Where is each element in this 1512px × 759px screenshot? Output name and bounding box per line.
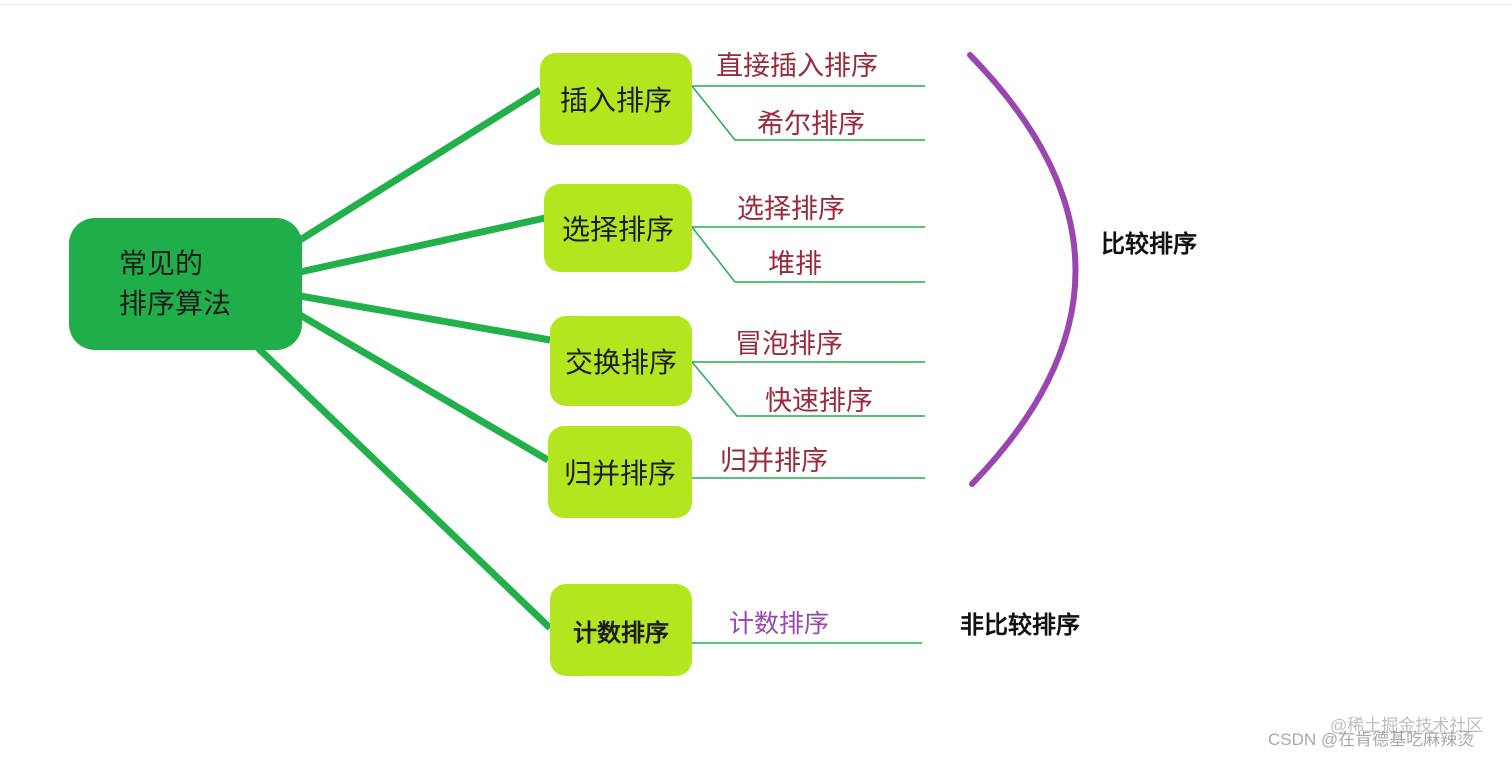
watermark-juejin: @稀土掘金技术社区	[1330, 716, 1484, 735]
category-counting-sort: 计数排序	[550, 584, 692, 676]
category-label: 插入排序	[559, 84, 672, 117]
category-merge-sort: 归并排序	[548, 426, 692, 518]
connector-root-exchange	[299, 292, 551, 344]
connector-insert-leaf2	[691, 85, 925, 141]
connector-select-leaf2	[691, 226, 925, 283]
category-label: 归并排序	[563, 457, 676, 490]
connector-root-count	[255, 345, 553, 631]
connector-root-merge	[298, 311, 550, 464]
leaf-bubble-sort: 冒泡排序	[735, 329, 843, 360]
leaf-heap-sort: 堆排	[768, 249, 822, 280]
root-label-line2: 排序算法	[119, 287, 232, 320]
leaf-merge-sort: 归并排序	[720, 446, 828, 477]
leaf-selection-sort: 选择排序	[737, 194, 845, 225]
leaf-counting-sort: 计数排序	[729, 609, 830, 638]
root-node: 常见的 排序算法	[69, 218, 302, 350]
connector-root-select	[299, 214, 546, 276]
leaf-direct-insertion-sort: 直接插入排序	[716, 51, 878, 82]
leaf-quick-sort: 快速排序	[765, 386, 873, 417]
connector-root-insert	[298, 87, 542, 243]
label-comparison-sort: 比较排序	[1101, 230, 1197, 258]
top-divider	[0, 4, 1512, 5]
category-exchange-sort: 交换排序	[550, 316, 692, 406]
category-selection-sort: 选择排序	[544, 184, 692, 272]
watermark-csdn: CSDN @在肯德基吃麻辣烫	[1268, 730, 1475, 749]
category-label: 交换排序	[564, 346, 677, 379]
comparison-bracket	[967, 52, 1079, 487]
category-label: 选择排序	[561, 213, 674, 246]
connector-exchange-leaf2	[691, 361, 925, 417]
label-non-comparison-sort: 非比较排序	[960, 611, 1080, 639]
leaf-shell-sort: 希尔排序	[757, 109, 865, 140]
root-label-line1: 常见的	[119, 247, 204, 280]
category-label: 计数排序	[573, 618, 669, 647]
category-insert-sort: 插入排序	[540, 53, 692, 145]
